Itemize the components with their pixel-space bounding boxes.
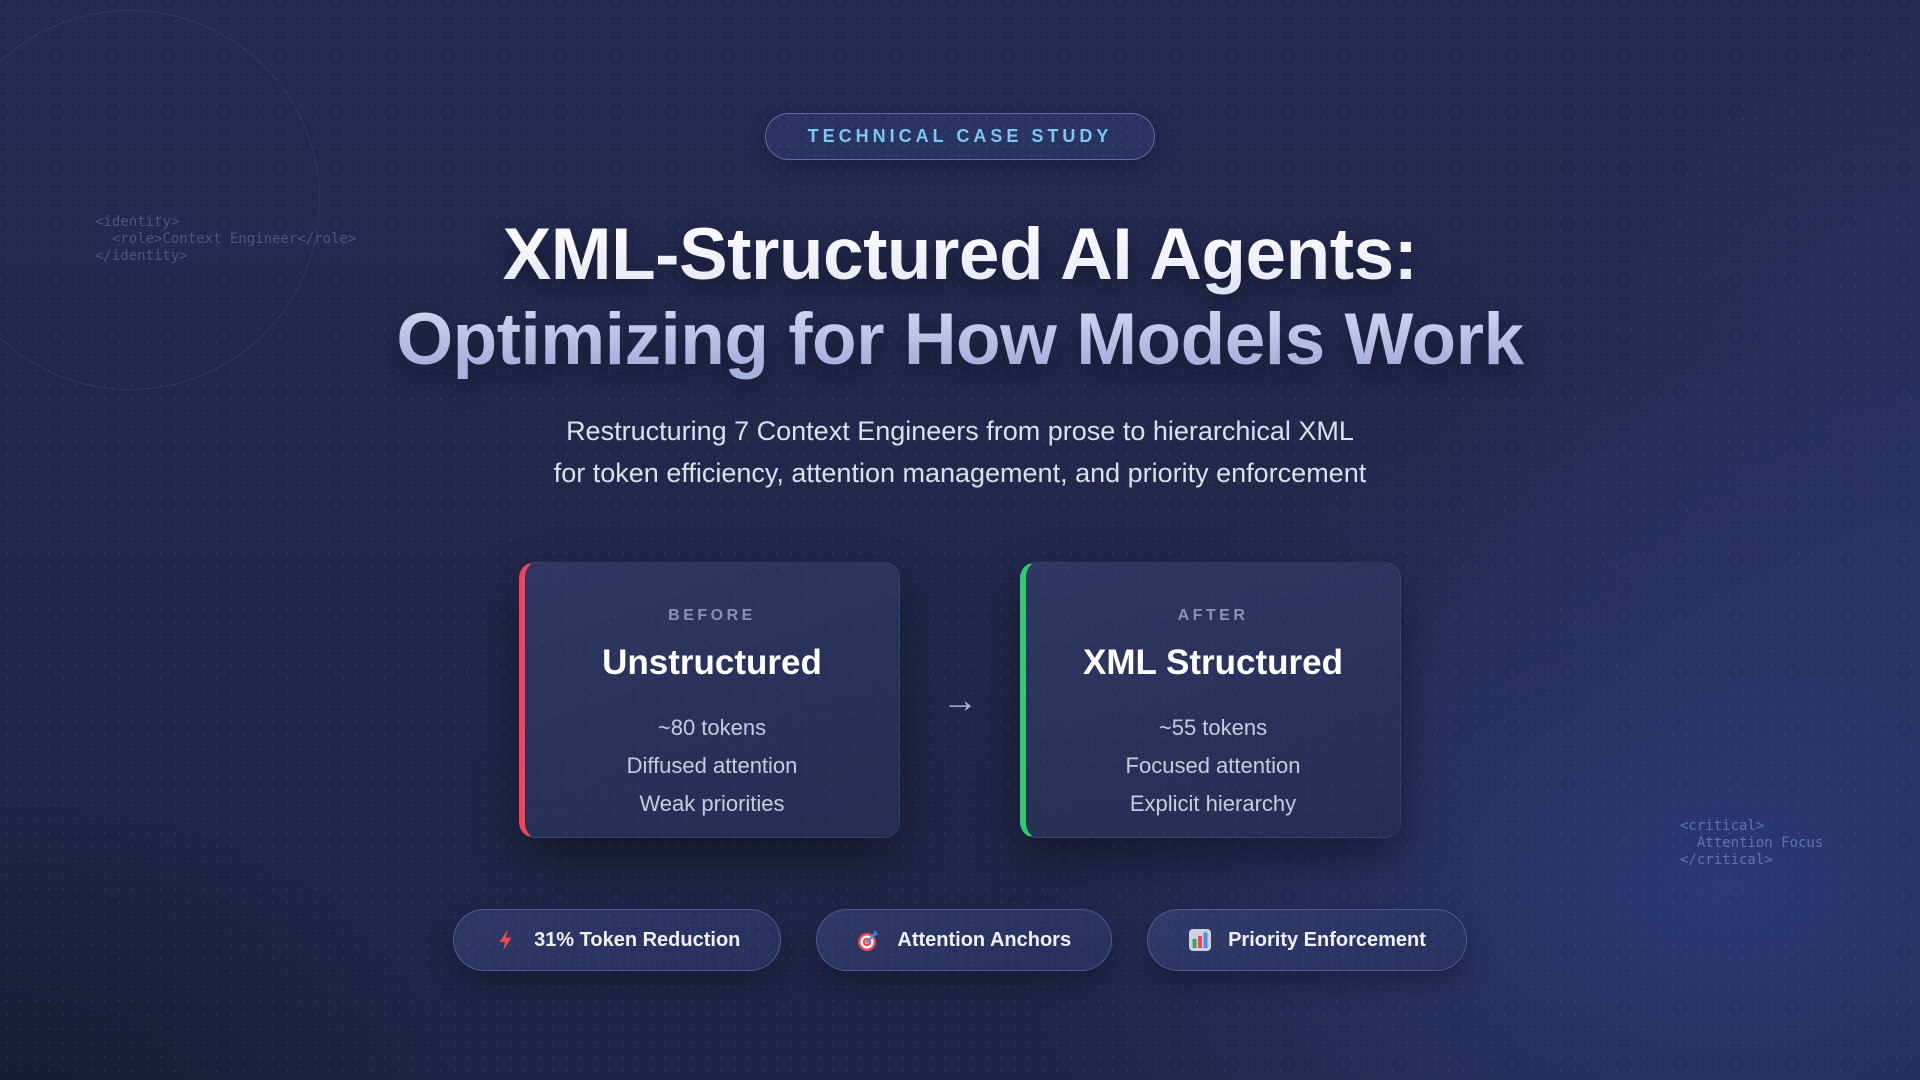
case-study-badge: TECHNICAL CASE STUDY	[764, 113, 1156, 160]
subtitle-line-2: for token efficiency, attention manageme…	[553, 458, 1367, 488]
before-item-priorities: Weak priorities	[639, 791, 785, 816]
before-item-tokens: ~80 tokens	[657, 715, 767, 740]
badge-label: TECHNICAL CASE STUDY	[807, 126, 1113, 146]
subtitle-line-1: Restructuring 7 Context Engineers from p…	[566, 416, 1354, 446]
bar-chart-icon	[1188, 928, 1212, 952]
pill-token-reduction[interactable]: 31% Token Reduction	[453, 909, 782, 971]
target-icon	[857, 928, 881, 952]
after-title: XML Structured	[1083, 643, 1343, 682]
before-after-comparison: BEFORE Unstructured ~80 tokens Diffused …	[519, 562, 1401, 838]
pill-label: 31% Token Reduction	[534, 928, 741, 951]
before-title: Unstructured	[602, 643, 822, 682]
after-card: AFTER XML Structured ~55 tokens Focused …	[1020, 562, 1401, 838]
before-label: BEFORE	[668, 607, 756, 624]
title-line-1: XML-Structured AI Agents:	[502, 214, 1418, 295]
subtitle: Restructuring 7 Context Engineers from p…	[554, 410, 1366, 494]
feature-pills: 31% Token Reduction Attention Anchors	[453, 909, 1467, 971]
lightning-icon	[494, 928, 518, 952]
title-line-2: Optimizing for How Models Work	[396, 299, 1524, 380]
pill-attention-anchors[interactable]: Attention Anchors	[816, 909, 1113, 971]
pill-label: Priority Enforcement	[1228, 928, 1426, 951]
after-items: ~55 tokens Focused attention Explicit hi…	[1126, 709, 1301, 823]
after-item-tokens: ~55 tokens	[1158, 715, 1268, 740]
after-item-attention: Focused attention	[1125, 753, 1301, 778]
page-title: XML-Structured AI Agents: Optimizing for…	[396, 212, 1523, 382]
after-item-hierarchy: Explicit hierarchy	[1129, 791, 1297, 816]
pill-priority-enforcement[interactable]: Priority Enforcement	[1147, 909, 1467, 971]
pill-label: Attention Anchors	[897, 928, 1072, 951]
right-arrow-icon: →	[942, 679, 978, 720]
after-label: AFTER	[1177, 607, 1249, 624]
before-items: ~80 tokens Diffused attention Weak prior…	[627, 709, 798, 823]
before-item-attention: Diffused attention	[626, 753, 798, 778]
before-card: BEFORE Unstructured ~80 tokens Diffused …	[519, 562, 900, 838]
